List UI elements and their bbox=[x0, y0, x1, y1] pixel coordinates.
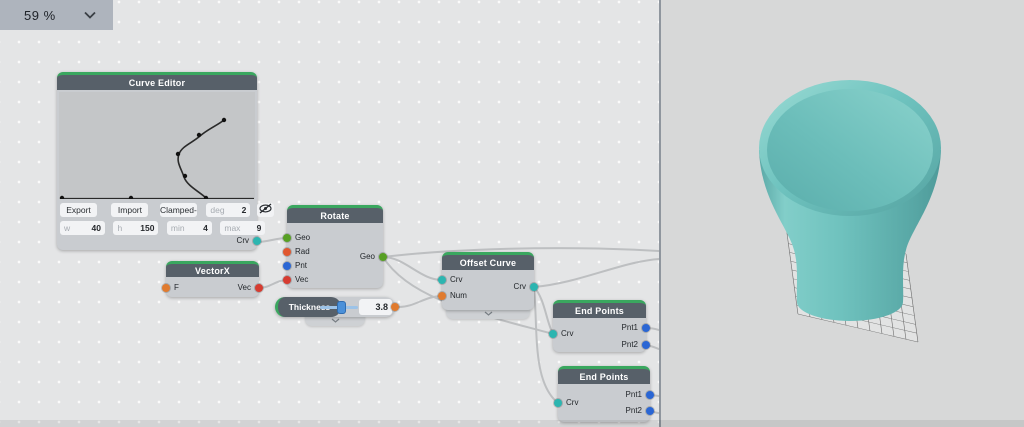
port-crv-in[interactable] bbox=[438, 276, 446, 284]
vase-model[interactable] bbox=[759, 80, 941, 321]
port-label-crv-in: Crv bbox=[561, 329, 574, 338]
port-rad-in[interactable] bbox=[283, 248, 291, 256]
port-label-rad-in: Rad bbox=[295, 247, 310, 256]
port-label-crv-in: Crv bbox=[450, 275, 463, 284]
port-label-geo-out: Geo bbox=[359, 252, 375, 261]
port-num-in[interactable] bbox=[438, 292, 446, 300]
port-geo-in[interactable] bbox=[283, 234, 291, 242]
import-button[interactable]: Import bbox=[111, 203, 149, 217]
node-end-points-1[interactable]: End Points Crv Pnt1 Pnt2 bbox=[549, 300, 650, 352]
curve-editor-canvas[interactable] bbox=[59, 92, 255, 199]
port-label-num-in: Num bbox=[450, 291, 467, 300]
port-label-vec-in: Vec bbox=[295, 275, 309, 284]
node-rotate-header[interactable]: Rotate bbox=[287, 205, 383, 223]
port-label-f-in: F bbox=[174, 283, 179, 292]
port-label-geo-in: Geo bbox=[295, 233, 311, 242]
node-title: Offset Curve bbox=[459, 257, 517, 268]
min-field[interactable]: min 4 bbox=[166, 221, 212, 235]
clamped-dropdown[interactable]: Clamped- bbox=[159, 203, 197, 217]
port-crv-in[interactable] bbox=[554, 399, 562, 407]
vase-bowl bbox=[767, 89, 933, 211]
node-vectorx-header[interactable]: VectorX bbox=[166, 261, 259, 277]
node-end-points-1-header[interactable]: End Points bbox=[553, 300, 646, 318]
port-pnt1-out[interactable] bbox=[646, 391, 654, 399]
thickness-value[interactable]: 3.8 bbox=[359, 299, 392, 315]
port-label-pnt1-out: Pnt1 bbox=[625, 390, 642, 399]
viewport-3d[interactable]: 75 FPS (0-76) Z Y bbox=[661, 0, 1024, 427]
port-pnt2-out[interactable] bbox=[642, 341, 650, 349]
port-label-crv-in: Crv bbox=[566, 398, 579, 407]
port-crv-in[interactable] bbox=[549, 330, 557, 338]
node-curve-editor[interactable]: Curve Editor Export Import Clamped- deg bbox=[57, 72, 274, 250]
port-label-crv-out: Crv bbox=[513, 282, 526, 291]
zoom-level-dropdown[interactable]: 59 % bbox=[0, 0, 113, 30]
chevron-down-icon bbox=[484, 311, 492, 316]
port-label-pnt1-out: Pnt1 bbox=[621, 323, 638, 332]
node-vectorx[interactable]: VectorX F Vec bbox=[162, 261, 263, 297]
slider-handle[interactable] bbox=[337, 300, 346, 314]
thickness-slider[interactable]: Thickness 3.8 bbox=[275, 297, 399, 317]
chevron-down-icon bbox=[84, 11, 96, 19]
port-label-pnt-in: Pnt bbox=[295, 261, 308, 270]
zoom-level-value: 59 % bbox=[24, 7, 56, 23]
port-f-in[interactable] bbox=[162, 284, 170, 292]
eye-off-icon bbox=[259, 203, 272, 214]
hide-preview-button[interactable] bbox=[256, 203, 274, 217]
deg-field[interactable]: deg 2 bbox=[206, 203, 251, 217]
port-vec-out[interactable] bbox=[255, 284, 263, 292]
port-crv-out[interactable] bbox=[530, 283, 538, 291]
max-field[interactable]: max 9 bbox=[220, 221, 266, 235]
chevron-down-icon bbox=[331, 318, 339, 323]
wire bbox=[533, 286, 559, 404]
wire bbox=[382, 247, 659, 258]
bottom-edge-strip bbox=[0, 420, 1024, 427]
port-pnt2-out[interactable] bbox=[646, 407, 654, 415]
panel-divider[interactable] bbox=[659, 0, 661, 427]
node-editor-canvas[interactable]: 59 % Curve Editor bbox=[0, 0, 659, 427]
port-num-out[interactable] bbox=[391, 303, 399, 311]
node-title: Rotate bbox=[320, 210, 350, 221]
export-button[interactable]: Export bbox=[60, 203, 97, 217]
wire bbox=[382, 256, 443, 281]
port-crv-out[interactable] bbox=[253, 237, 261, 245]
h-field[interactable]: h 150 bbox=[113, 221, 159, 235]
wire bbox=[398, 295, 443, 308]
port-label-crv-out: Crv bbox=[236, 236, 249, 245]
node-title: End Points bbox=[575, 305, 624, 316]
port-label-pnt2-out: Pnt2 bbox=[621, 340, 638, 349]
node-offset-curve[interactable]: Offset Curve Crv Num Crv bbox=[438, 252, 538, 310]
node-rotate[interactable]: Rotate Geo Rad Pnt Vec Geo bbox=[283, 205, 387, 288]
port-pnt1-out[interactable] bbox=[642, 324, 650, 332]
thickness-label: Thickness bbox=[275, 297, 341, 317]
port-geo-out[interactable] bbox=[379, 253, 387, 261]
profile-curve[interactable] bbox=[177, 119, 225, 199]
node-curve-editor-header[interactable]: Curve Editor bbox=[57, 72, 257, 90]
node-title: VectorX bbox=[195, 265, 230, 276]
w-field[interactable]: w 40 bbox=[60, 221, 105, 235]
node-offset-curve-header[interactable]: Offset Curve bbox=[442, 252, 534, 270]
wire bbox=[533, 258, 659, 288]
port-vec-in[interactable] bbox=[283, 276, 291, 284]
node-end-points-2[interactable]: End Points Crv Pnt1 Pnt2 bbox=[554, 366, 654, 422]
port-label-vec-out: Vec bbox=[237, 283, 251, 292]
node-title: Curve Editor bbox=[128, 77, 186, 88]
port-pnt-in[interactable] bbox=[283, 262, 291, 270]
node-title: End Points bbox=[579, 371, 629, 382]
port-label-pnt2-out: Pnt2 bbox=[625, 406, 642, 415]
thickness-expander[interactable] bbox=[305, 315, 365, 326]
curve-control-points[interactable] bbox=[59, 117, 227, 199]
offset-curve-expander[interactable] bbox=[446, 308, 530, 319]
node-end-points-2-header[interactable]: End Points bbox=[558, 366, 650, 384]
render-scene bbox=[759, 80, 941, 343]
